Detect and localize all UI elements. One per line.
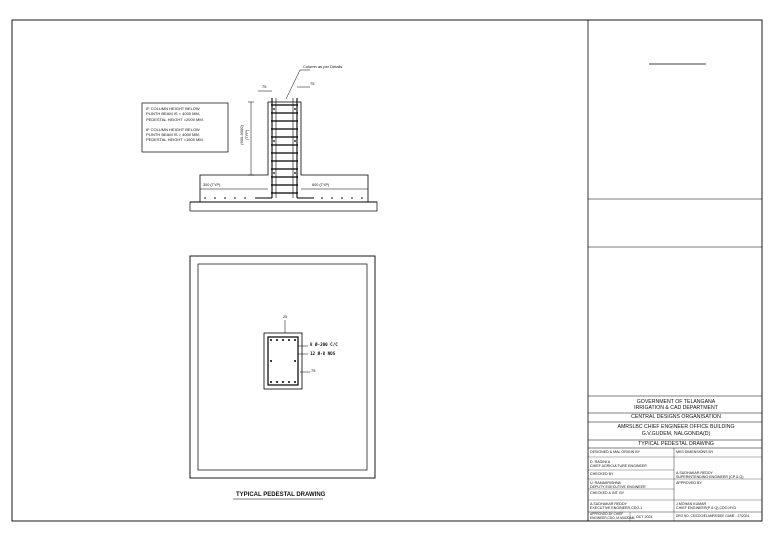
tb-cell: D. RAGINI A CHIEF AGRICULTURE ENGINEER <box>590 460 647 469</box>
note-line: IF COLUMN HEIGHT BELOW <box>146 106 200 111</box>
right-offset-dim: 600 (TYP) <box>312 183 330 187</box>
tie-label: 8 Ø-200 C/C <box>310 342 338 347</box>
dim-right-top: 75 <box>310 81 315 86</box>
tb-org: CENTRAL DESIGNS ORGANISATION <box>631 414 721 420</box>
note-text: IF COLUMN HEIGHT BELOW PLINTH BEAM IS < … <box>146 106 228 143</box>
tb-govt: GOVERNMENT OF TELANGANA <box>636 399 716 405</box>
height-dim-sub: (TYP) <box>244 129 250 141</box>
note-box <box>141 102 229 153</box>
drawing-title: TYPICAL PEDESTAL DRAWING <box>236 492 326 498</box>
tb-cell: DESIGNED & MAL ORIGIN BY <box>590 450 640 454</box>
left-offset-dim: 300 (TYP) <box>203 183 221 187</box>
tb-drawing-title: TYPICAL PEDESTAL DRAWING <box>638 441 714 447</box>
tb-cell: APPROVED BY <box>676 481 702 485</box>
note-line: PLINTH BEAM IS > 4000 MM, <box>146 132 200 138</box>
sheet-border <box>11 19 763 522</box>
note-line: PLINTH BEAM IS < 4000 MM, <box>146 111 200 117</box>
tb-dept: IRRIGATION & CAD DEPARTMENT <box>634 405 718 411</box>
tb-cell: CHECKED BY <box>590 472 614 476</box>
dim-left-top: 75 <box>262 84 267 89</box>
tb-cell: J.MOHAN KUMAR CHIEF ENGINEER(P & Q),CDO,… <box>676 502 737 511</box>
tb-drg-no: DRG NO. CE/CDO/ELAMRS/DEE GAME - 27/2024 <box>676 514 749 518</box>
tb-cell: APPROVED BY CHIEF ENGINEER,CDO, IA MUDDA… <box>590 512 635 520</box>
tb-project: AMRSLBC CHIEF ENGINEER OFFICE BUILDING <box>617 424 735 430</box>
note-line: IF COLUMN HEIGHT BELOW <box>146 126 200 132</box>
tb-cell: A.SUDHAKAR REDDY EXECUTIVE ENGINEER,CDO-… <box>590 502 643 511</box>
cover-top-dim: 25 <box>283 315 288 319</box>
column-callout: Column as per Details <box>303 64 343 69</box>
height-dim: (600-3000) <box>238 125 244 145</box>
tb-location: G.V.GUDEM, NALGONDA(D) <box>641 431 711 437</box>
tb-cell: U. RAMAKRISHNA DEPUTY EXECUTIVE ENGINEER <box>590 481 646 490</box>
pedestal-elevation <box>141 69 378 212</box>
tb-date: OCT 2024 <box>636 515 653 519</box>
bar-label: 12 Ø-8 NOS <box>310 351 336 356</box>
tb-cell: A.SUDHAKAR REDDY SUPERINTENDING ENGINEER… <box>676 471 744 480</box>
note-line: PEDESTAL HEIGHT =1500 MM. <box>146 137 204 143</box>
tb-cell: CHECKED & INT. BY <box>590 491 625 495</box>
cover-side-dim: 75 <box>311 368 316 373</box>
tb-cell: MKS DIMENSIONS BY <box>676 450 714 454</box>
pedestal-section <box>189 255 376 500</box>
note-line: PEDESTAL HEIGHT =2000 MM. <box>146 116 204 122</box>
